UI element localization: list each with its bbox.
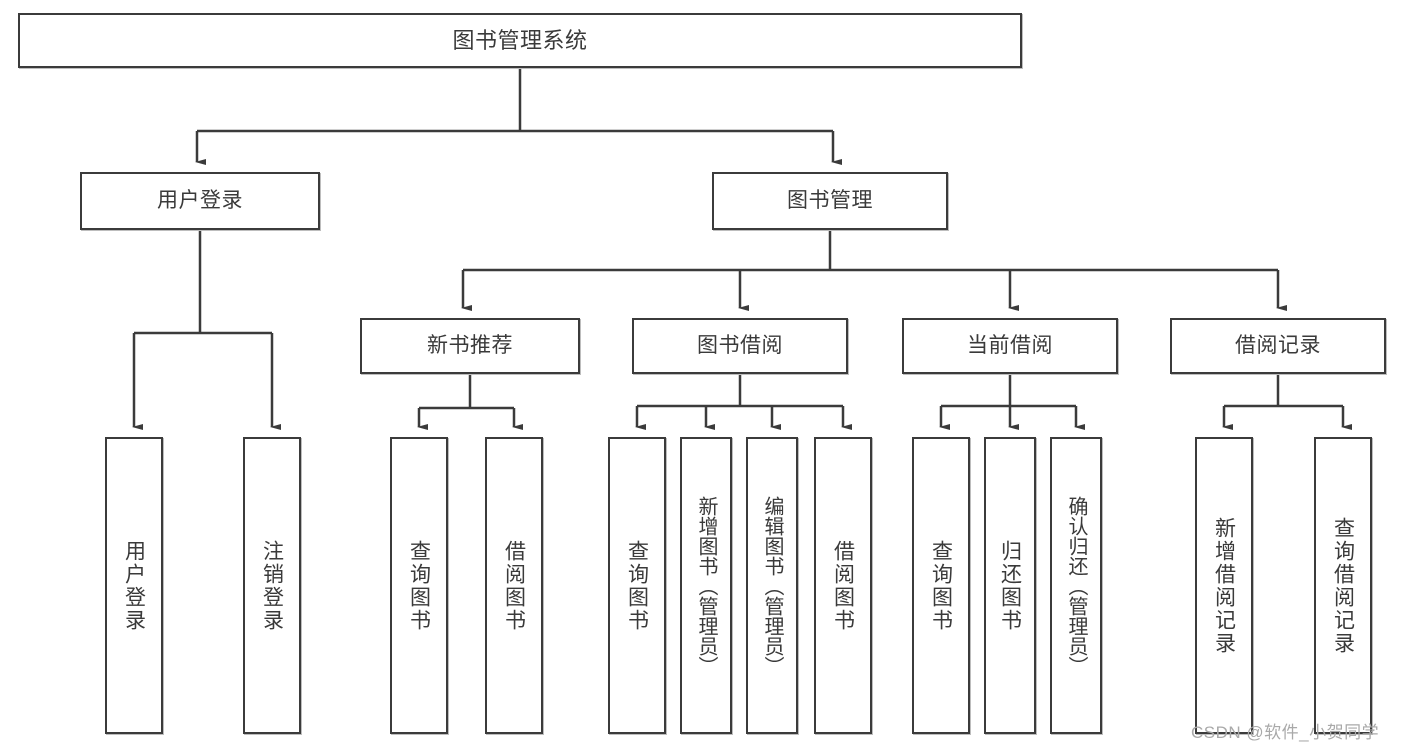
node-leaf-return-book[interactable]: 归还图书	[984, 437, 1036, 734]
node-new-book-rec[interactable]: 新书推荐	[360, 318, 580, 374]
node-leaf-user-login-label: 用户登录	[122, 539, 146, 632]
node-book-borrow[interactable]: 图书借阅	[632, 318, 848, 374]
node-leaf-edit-book-label: 编辑图书（管理员）	[761, 495, 783, 676]
node-book-borrow-label: 图书借阅	[697, 333, 783, 357]
node-leaf-edit-book[interactable]: 编辑图书（管理员）	[746, 437, 798, 734]
node-current-borrow[interactable]: 当前借阅	[902, 318, 1118, 374]
node-user-login[interactable]: 用户登录	[80, 172, 320, 230]
node-leaf-user-logout-label: 注销登录	[260, 539, 284, 632]
node-leaf-add-record[interactable]: 新增借阅记录	[1195, 437, 1253, 734]
node-borrow-record[interactable]: 借阅记录	[1170, 318, 1386, 374]
watermark-text: CSDN @软件_小贺同学	[1191, 723, 1380, 742]
node-leaf-add-record-label: 新增借阅记录	[1212, 516, 1236, 655]
node-leaf-query-book-3-label: 查询图书	[929, 539, 953, 632]
node-leaf-query-book-2[interactable]: 查询图书	[608, 437, 666, 734]
node-borrow-record-label: 借阅记录	[1235, 333, 1321, 357]
node-leaf-user-login[interactable]: 用户登录	[105, 437, 163, 734]
node-leaf-borrow-book-2[interactable]: 借阅图书	[814, 437, 872, 734]
node-leaf-query-book-1-label: 查询图书	[407, 539, 431, 632]
node-leaf-borrow-book-1[interactable]: 借阅图书	[485, 437, 543, 734]
node-leaf-query-book-3[interactable]: 查询图书	[912, 437, 970, 734]
node-leaf-borrow-book-1-label: 借阅图书	[502, 539, 526, 632]
node-leaf-confirm-return-label: 确认归还（管理员）	[1065, 495, 1087, 676]
node-leaf-user-logout[interactable]: 注销登录	[243, 437, 301, 734]
node-new-book-rec-label: 新书推荐	[427, 333, 513, 357]
node-leaf-borrow-book-2-label: 借阅图书	[831, 539, 855, 632]
node-root-label: 图书管理系统	[452, 27, 588, 53]
node-leaf-add-book[interactable]: 新增图书（管理员）	[680, 437, 732, 734]
node-leaf-query-book-2-label: 查询图书	[625, 539, 649, 632]
node-user-login-label: 用户登录	[157, 188, 243, 212]
node-leaf-confirm-return[interactable]: 确认归还（管理员）	[1050, 437, 1102, 734]
node-leaf-return-book-label: 归还图书	[998, 539, 1022, 632]
node-leaf-query-record[interactable]: 查询借阅记录	[1314, 437, 1372, 734]
node-root[interactable]: 图书管理系统	[18, 13, 1022, 68]
node-book-manage[interactable]: 图书管理	[712, 172, 948, 230]
node-leaf-query-record-label: 查询借阅记录	[1331, 516, 1355, 655]
node-current-borrow-label: 当前借阅	[967, 333, 1053, 357]
node-leaf-query-book-1[interactable]: 查询图书	[390, 437, 448, 734]
node-book-manage-label: 图书管理	[787, 188, 873, 212]
node-leaf-add-book-label: 新增图书（管理员）	[695, 495, 717, 676]
